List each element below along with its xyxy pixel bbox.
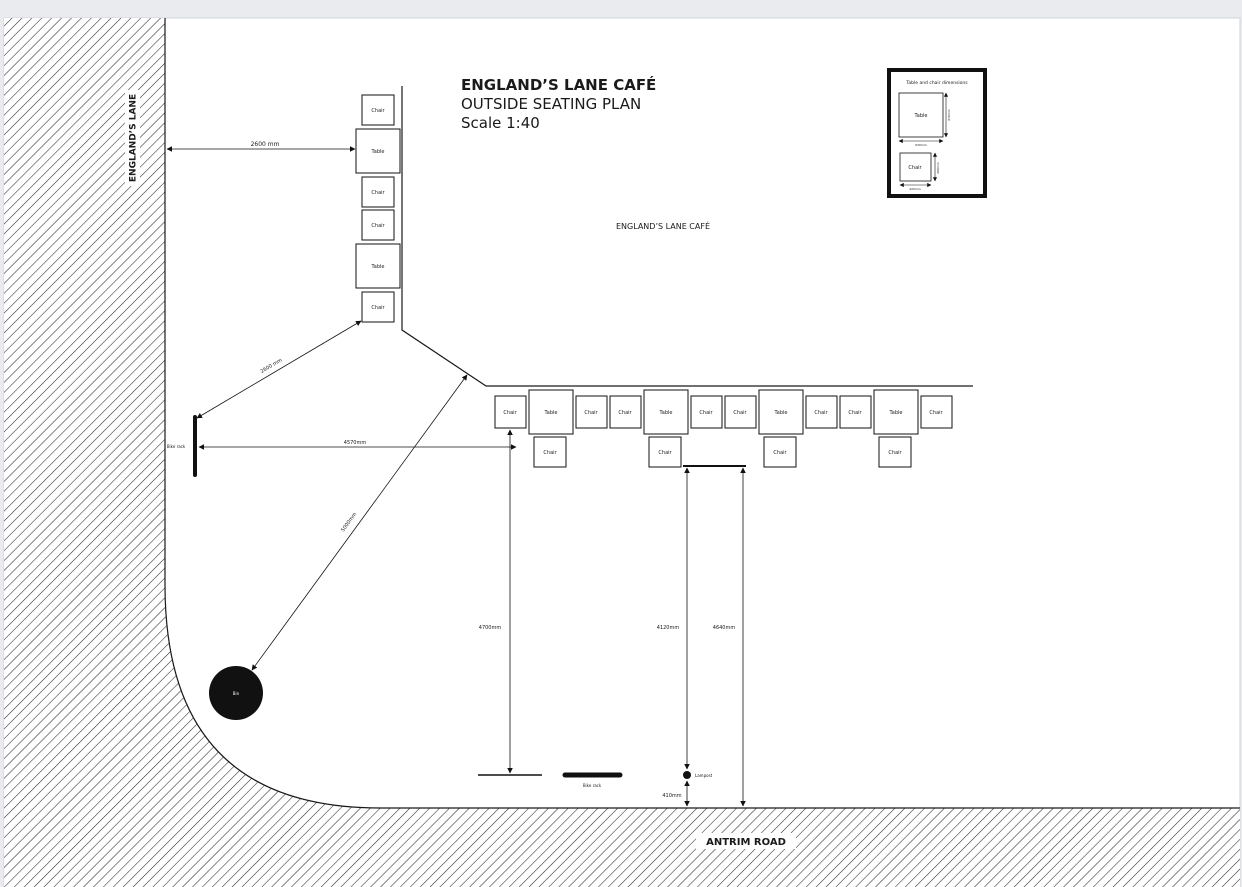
chair-label: Chair — [733, 410, 747, 416]
table-label: Table — [371, 264, 385, 270]
chair — [361, 94, 395, 126]
bike-rack-left-label: Bike rack — [167, 444, 186, 449]
bin-label: Bin — [233, 691, 240, 696]
bin — [209, 666, 263, 720]
lampost — [683, 771, 691, 779]
plan-subtitle: OUTSIDE SEATING PLAN — [461, 95, 641, 113]
chair-label: Chair — [929, 410, 943, 416]
table — [528, 389, 574, 435]
cafe-facade-line — [401, 86, 973, 387]
legend-chair — [899, 152, 932, 182]
chair-label: Chair — [371, 305, 385, 311]
chair — [575, 395, 608, 429]
table — [643, 389, 689, 435]
table-label: Table — [774, 410, 788, 416]
chair — [763, 436, 797, 468]
legend-chair-width: 420mm — [909, 187, 921, 191]
chair-label: Chair — [584, 410, 598, 416]
dim-label-4120: 4120mm — [657, 625, 680, 631]
cafe-label: ENGLAND’S LANE CAFÉ — [616, 220, 710, 231]
chair — [533, 436, 567, 468]
chair — [878, 436, 912, 468]
chair-label: Chair — [658, 450, 672, 456]
dim-line-2600-diagonal — [196, 320, 362, 419]
dim-label-2600-horizontal: 2600 mm — [251, 141, 280, 148]
chair-label: Chair — [773, 450, 787, 456]
table-label: Table — [659, 410, 673, 416]
table-label: Table — [544, 410, 558, 416]
chair-label: Chair — [848, 410, 862, 416]
legend-chair-label: Chair — [908, 165, 922, 171]
seating-row: Chair Table Chair Chair Table Chair Chai… — [494, 389, 953, 468]
plan-scale: Scale 1:40 — [461, 114, 540, 132]
plan-title: ENGLAND’S LANE CAFÉ — [461, 75, 656, 94]
table — [355, 243, 401, 289]
dim-line-5000 — [251, 374, 468, 671]
chair — [361, 291, 395, 323]
kerb-line — [164, 18, 1240, 809]
table-label: Table — [371, 149, 385, 155]
street-label-antrim-road: ANTRIM ROAD — [706, 837, 786, 848]
chair — [690, 395, 723, 429]
chair — [361, 176, 395, 208]
chair-label: Chair — [503, 410, 517, 416]
legend-table-width: 630mm — [915, 143, 927, 147]
legend-table — [898, 92, 944, 138]
chair — [920, 395, 953, 429]
chair-label: Chair — [371, 108, 385, 114]
chair — [609, 395, 642, 429]
lampost-label: Lampost — [695, 773, 713, 778]
table — [873, 389, 919, 435]
dim-label-410: 410mm — [662, 793, 681, 799]
dim-label-4700: 4700mm — [479, 625, 502, 631]
table-label: Table — [889, 410, 903, 416]
chair-label: Chair — [699, 410, 713, 416]
chair-label: Chair — [543, 450, 557, 456]
legend-table-height: 670mm — [947, 109, 951, 121]
chair — [724, 395, 757, 429]
legend-chair-height: 400mm — [936, 162, 940, 174]
chair-label: Chair — [618, 410, 632, 416]
table — [355, 128, 401, 174]
dim-label-4640: 4640mm — [713, 625, 736, 631]
chair-label: Chair — [371, 190, 385, 196]
legend-table-label: Table — [914, 113, 928, 119]
street-label-englands-lane: ENGLAND’S LANE — [129, 94, 139, 182]
chair — [361, 209, 395, 241]
chair — [839, 395, 872, 429]
street-label-left-bg — [125, 90, 140, 186]
chair-label: Chair — [371, 223, 385, 229]
chair-label: Chair — [888, 450, 902, 456]
street-label-bottom-bg — [696, 833, 796, 849]
chair — [494, 395, 527, 429]
bike-rack-bottom-label: Bike rack — [583, 783, 602, 788]
legend-title: Table and chair dimensions — [905, 80, 968, 86]
dim-label-4570: 4570mm — [344, 440, 367, 446]
chair — [805, 395, 838, 429]
chair — [648, 436, 682, 468]
chair-label: Chair — [814, 410, 828, 416]
dimensions-legend: Table and chair dimensions Table 630mm 6… — [887, 68, 987, 198]
seating-column: Chair Table Chair Chair Table Chair — [355, 94, 401, 323]
table — [758, 389, 804, 435]
